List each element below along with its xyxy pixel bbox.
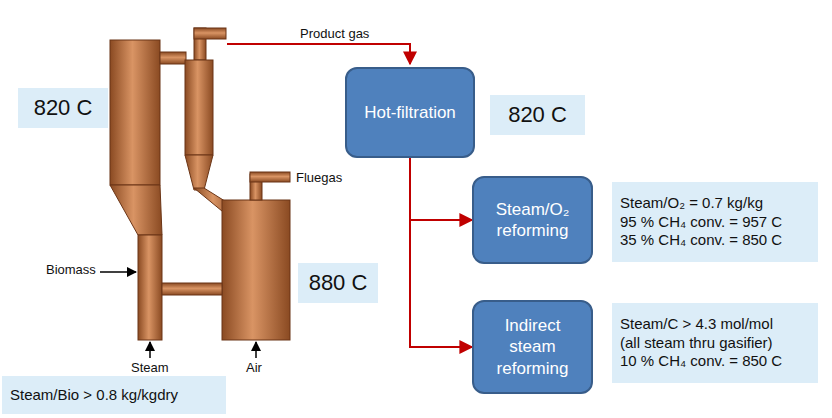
temperature-box: 880 C [298, 263, 378, 303]
cyclone-body [185, 60, 213, 155]
node-text: 10 % CH₄ conv. = 850 C [620, 352, 810, 371]
steam-arrow [149, 342, 151, 358]
part-label: Steam [131, 360, 169, 375]
condition-note: Steam/O₂ = 0.7 kg/kg95 % CH₄ conv. = 957… [612, 182, 818, 262]
part-label: Product gas [300, 26, 369, 41]
fluegas-pipe [250, 172, 290, 182]
node-text: Indirect steam reforming [482, 315, 583, 379]
gas-flow-connector [410, 158, 472, 220]
temperature-box: 820 C [490, 95, 585, 135]
product-gas-line [227, 44, 410, 64]
gasifier-bottom [138, 235, 162, 340]
node-text: Hot-filtration [364, 102, 456, 123]
process-box: Indirect steam reforming [472, 300, 593, 394]
node-text: Steam/O₂ reforming [482, 199, 583, 242]
combustor [222, 200, 290, 340]
biomass-arrow [100, 271, 136, 273]
air-arrow [255, 342, 257, 358]
node-text: 880 C [309, 269, 368, 297]
node-text: 820 C [34, 94, 93, 122]
node-text: Steam/O₂ = 0.7 kg/kg [620, 194, 810, 213]
process-box: Hot-filtration [345, 67, 475, 158]
loop-seal-pipe [162, 283, 222, 295]
node-text: 820 C [508, 101, 567, 129]
cyclone-outlet [194, 28, 226, 39]
gas-flow-connector [410, 158, 472, 347]
node-text: (all steam thru gasifier) [620, 334, 810, 353]
temperature-box: 820 C [18, 88, 108, 128]
condition-note: Steam/Bio > 0.8 kg/kgdry [2, 376, 226, 414]
node-text: 95 % CH₄ conv. = 957 C [620, 213, 810, 232]
part-label: Fluegas [296, 170, 342, 185]
gasifier-column [110, 40, 160, 185]
node-text: 35 % CH₄ conv. = 850 C [620, 231, 810, 250]
gasifier-cone [110, 185, 162, 235]
process-box: Steam/O₂ reforming [472, 176, 593, 264]
condition-note: Steam/C > 4.3 mol/mol(all steam thru gas… [612, 303, 818, 383]
node-text: Steam/C > 4.3 mol/mol [620, 315, 810, 334]
cyclone-cone [185, 155, 213, 190]
connecting-pipe [160, 52, 186, 64]
node-text: Steam/Bio > 0.8 kg/kgdry [10, 386, 218, 405]
part-label: Biomass [46, 262, 96, 277]
part-label: Air [246, 360, 262, 375]
